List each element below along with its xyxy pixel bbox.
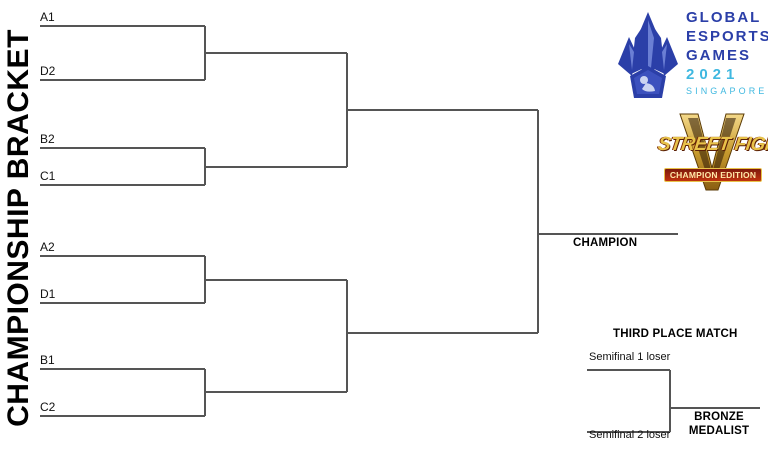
sf-v-glyph-icon xyxy=(679,113,745,191)
seed-label-a2: A2 xyxy=(40,240,55,254)
third-place-top-entrant: Semifinal 1 loser xyxy=(589,351,671,363)
third-place-heading: THIRD PLACE MATCH xyxy=(613,328,738,340)
seed-label-b2: B2 xyxy=(40,132,55,146)
global-esports-games-logo: GLOBAL ESPORTS GAMES 2021 SINGAPORE xyxy=(612,2,768,106)
champion-label: CHAMPION xyxy=(573,237,638,249)
seed-label-a1: A1 xyxy=(40,10,55,24)
bronze-medalist-label: BRONZE MEDALIST xyxy=(676,410,762,439)
bronze-medalist-line1: BRONZE xyxy=(694,411,744,423)
street-fighter-v-logo: STREET FIGHTER CHAMPION EDITION xyxy=(656,112,768,192)
sf-title-text: STREET FIGHTER xyxy=(656,134,768,155)
ges-wordmark-line2: ESPORTS xyxy=(686,28,768,45)
ges-wordmark-city: SINGAPORE xyxy=(686,86,768,96)
ges-wordmark-year: 2021 xyxy=(686,66,740,83)
ges-wordmark-line1: GLOBAL xyxy=(686,9,762,26)
seed-label-d1: D1 xyxy=(40,287,56,301)
ges-crown-emblem-icon xyxy=(618,12,678,98)
ges-wordmark: GLOBAL ESPORTS GAMES 2021 SINGAPORE xyxy=(686,8,768,97)
sf-edition-text: CHAMPION EDITION xyxy=(664,168,762,182)
third-place-bottom-entrant: Semifinal 2 loser xyxy=(589,429,671,441)
seed-label-c1: C1 xyxy=(40,169,56,183)
seed-label-d2: D2 xyxy=(40,64,56,78)
seed-label-c2: C2 xyxy=(40,400,56,414)
seed-label-b1: B1 xyxy=(40,353,55,367)
bronze-medalist-line2: MEDALIST xyxy=(688,425,750,438)
ges-wordmark-line3: GAMES xyxy=(686,47,752,64)
